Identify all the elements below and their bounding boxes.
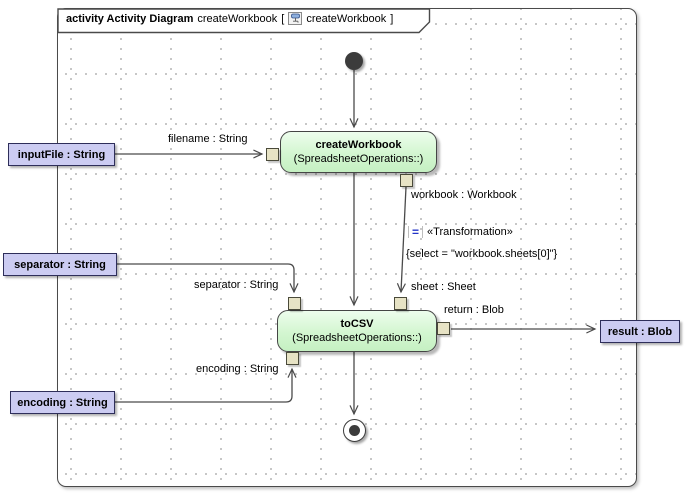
frame-bracket-close: ] [390,12,394,25]
parameter-encoding[interactable]: encoding : String [10,391,115,414]
activity-diagram-icon [288,12,303,25]
transformation-stereotype: «Transformation» [427,226,513,238]
transformation-select-constraint[interactable]: {select = "workbook.sheets[0]"} [406,248,558,260]
activity-final-node[interactable] [343,419,366,442]
edge-label-separator[interactable]: separator : String [194,279,279,291]
frame-title-tab-shape[interactable] [57,8,431,34]
edge-label-encoding[interactable]: encoding : String [196,363,279,375]
parameter-result[interactable]: result : Blob [600,320,680,343]
frame-ref-name: createWorkbook [306,12,387,25]
edge-label-filename[interactable]: filename : String [168,133,248,145]
pin-createworkbook-filename[interactable] [266,148,279,161]
parameter-separator[interactable]: separator : String [3,253,117,276]
frame-diagram-name: createWorkbook [197,12,278,25]
frame-title-tab[interactable] [57,8,435,35]
edge-label-workbook[interactable]: workbook : Workbook [411,189,517,201]
action-operation: (SpreadsheetOperations::) [292,332,422,344]
pin-tocsv-encoding[interactable] [286,352,299,365]
transformation-equals-icon: = [408,226,424,238]
action-operation: (SpreadsheetOperations::) [293,153,424,165]
pin-tocsv-sheet[interactable] [394,297,407,310]
parameter-input-file[interactable]: inputFile : String [8,143,115,166]
edge-label-sheet[interactable]: sheet : Sheet [411,281,476,293]
frame-keyword: activity Activity Diagram [66,12,194,25]
action-name: createWorkbook [315,139,402,151]
activity-final-dot [349,425,360,436]
action-to-csv[interactable]: toCSV (SpreadsheetOperations::) [277,310,437,352]
action-name: toCSV [340,318,374,330]
transformation-annotation[interactable]: = «Transformation» [408,226,513,238]
initial-node[interactable] [345,52,363,70]
pin-createworkbook-workbook[interactable] [400,174,413,187]
frame-bracket-open: [ [281,12,285,25]
frame-title: activity Activity Diagram createWorkbook… [66,12,393,25]
flow-separator-to-pin[interactable] [117,263,299,294]
action-create-workbook[interactable]: createWorkbook (SpreadsheetOperations::) [280,131,437,173]
diagram-frame [57,8,637,487]
flow-encoding-to-pin[interactable] [115,367,297,403]
pin-tocsv-return[interactable] [437,322,450,335]
pin-tocsv-separator[interactable] [288,297,301,310]
edge-label-return[interactable]: return : Blob [444,304,504,316]
flow-workbook-to-sheet[interactable] [396,186,407,294]
